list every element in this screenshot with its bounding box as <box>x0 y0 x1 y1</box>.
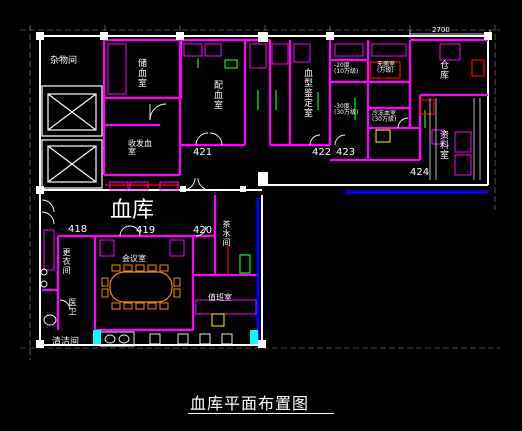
room-label-minus20: -20度 (10万级) <box>334 62 359 75</box>
meeting-table <box>101 264 181 310</box>
room-label-minus30: -30度 (30万级) <box>334 103 359 116</box>
dimension-label: 2700 <box>432 26 450 34</box>
room-label-tea-water: 茶水间 <box>222 220 231 247</box>
room-label-dispensing: 配血室 <box>212 80 222 110</box>
room-label-meeting: 会议室 <box>122 254 146 263</box>
title-underline <box>188 413 334 414</box>
room-label-cleaning: 清洁间 <box>52 337 80 347</box>
room-number-424: 424 <box>410 167 430 178</box>
yellow-accents <box>211 129 391 327</box>
doors <box>41 103 409 311</box>
stair-hatch <box>429 98 481 180</box>
room-number-419: 419 <box>136 225 156 236</box>
room-label-sterile: 无菌室 (万级) <box>377 61 396 74</box>
lab-fixtures <box>197 58 426 274</box>
room-label-storage-misc: 杂物间 <box>50 56 78 66</box>
elevator-shafts <box>41 85 103 189</box>
room-label-changing: 更衣间 <box>62 248 71 275</box>
room-label-archive: 资料室 <box>438 130 448 160</box>
red-fixtures <box>105 59 485 275</box>
room-label-receiving: 收发血室 <box>128 139 152 156</box>
plan-title: 血库平面布置图 <box>190 394 310 413</box>
cyan-blocks <box>93 330 258 344</box>
room-label-refrigeration: 冷冻血室 (30万级) <box>372 110 397 123</box>
main-label-blood-bank: 血库 <box>110 198 155 223</box>
interior-walls <box>42 38 488 332</box>
room-number-420: 420 <box>193 225 213 236</box>
room-number-422: 422 <box>312 147 332 158</box>
room-label-blood-type: 血型鉴定室 <box>302 68 312 118</box>
equipment <box>43 43 472 315</box>
room-label-warehouse: 仓库 <box>438 60 448 80</box>
room-label-blood-storage: 储血室 <box>136 58 146 88</box>
room-number-421: 421 <box>193 147 213 158</box>
columns <box>36 32 492 348</box>
room-number-418: 418 <box>68 224 88 235</box>
room-number-423: 423 <box>336 147 356 158</box>
glass-walls <box>256 190 488 340</box>
room-label-medical-toilet: 医卫 <box>68 298 77 316</box>
room-label-duty: 值班室 <box>208 293 232 302</box>
